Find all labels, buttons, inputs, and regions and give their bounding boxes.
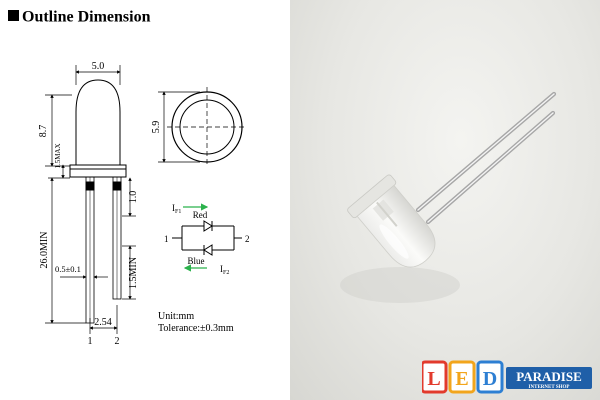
tolerance-note: Tolerance:±0.3mm [158,323,234,334]
pin-2-label: 2 [115,336,120,347]
dim-lead-short-label: 1.5MIN [128,257,139,289]
product-photo: L E D PARADISE INTERNET SHOP [290,0,600,400]
dim-lead-gap-label: 1.0 [128,191,139,204]
led-dome-outline [75,79,121,165]
led-shadow [340,267,460,303]
led-side-view [69,79,127,324]
title-text: Outline Dimension [22,8,151,26]
dim-lead-width-label: 0.5±0.1 [55,264,81,274]
lead-left-bend [85,181,95,191]
diode-blue-symbol [203,244,213,256]
schematic-current-top: IF1 [172,203,181,215]
logo-tagline: INTERNET SHOP [529,385,570,390]
title-square-bullet-icon [8,10,19,21]
dim-flange-label: 1.5MAX [54,143,62,168]
logo-letter-tiles: L E D [422,360,504,394]
led-wires [415,91,557,225]
logo-letter-e: E [455,368,468,390]
schematic-current-bottom: IF2 [220,264,229,276]
dim-head-diameter-label: 5.9 [151,121,162,134]
schematic-label-blue: Blue [188,256,205,266]
schematic-pin-1: 1 [164,234,169,244]
logo-letter-d: D [483,368,497,390]
dimension-drawing: 5.0 8.7 1.5MAX 5.9 1.0 26.0MIN 0.5±0.1 1… [38,61,250,347]
schematic-pin-2: 2 [245,234,250,244]
diode-red-symbol [203,220,213,232]
page-title: Outline Dimension [8,8,150,26]
schematic-label-red: Red [193,210,208,220]
led-paradise-logo: L E D PARADISE INTERNET SHOP [422,360,592,394]
led-flange [69,164,127,178]
lead-right-bend [112,181,122,191]
unit-note: Unit:mm [158,311,194,322]
dim-lead-length-label: 26.0MIN [39,232,50,269]
dimension-lines [45,65,136,334]
dim-height-label: 8.7 [38,125,49,138]
pin-1-label: 1 [88,336,93,347]
outline-dimension-panel: Outline Dimension [0,0,290,400]
led-top-view [158,87,247,167]
led-photo-illustration [340,91,557,303]
led-body [347,174,436,268]
logo-letter-l: L [427,368,440,390]
logo-brand: PARADISE [516,369,582,384]
dim-pitch-label: 2.54 [94,317,112,328]
dim-width-label: 5.0 [92,61,105,72]
circuit-schematic [172,203,242,272]
